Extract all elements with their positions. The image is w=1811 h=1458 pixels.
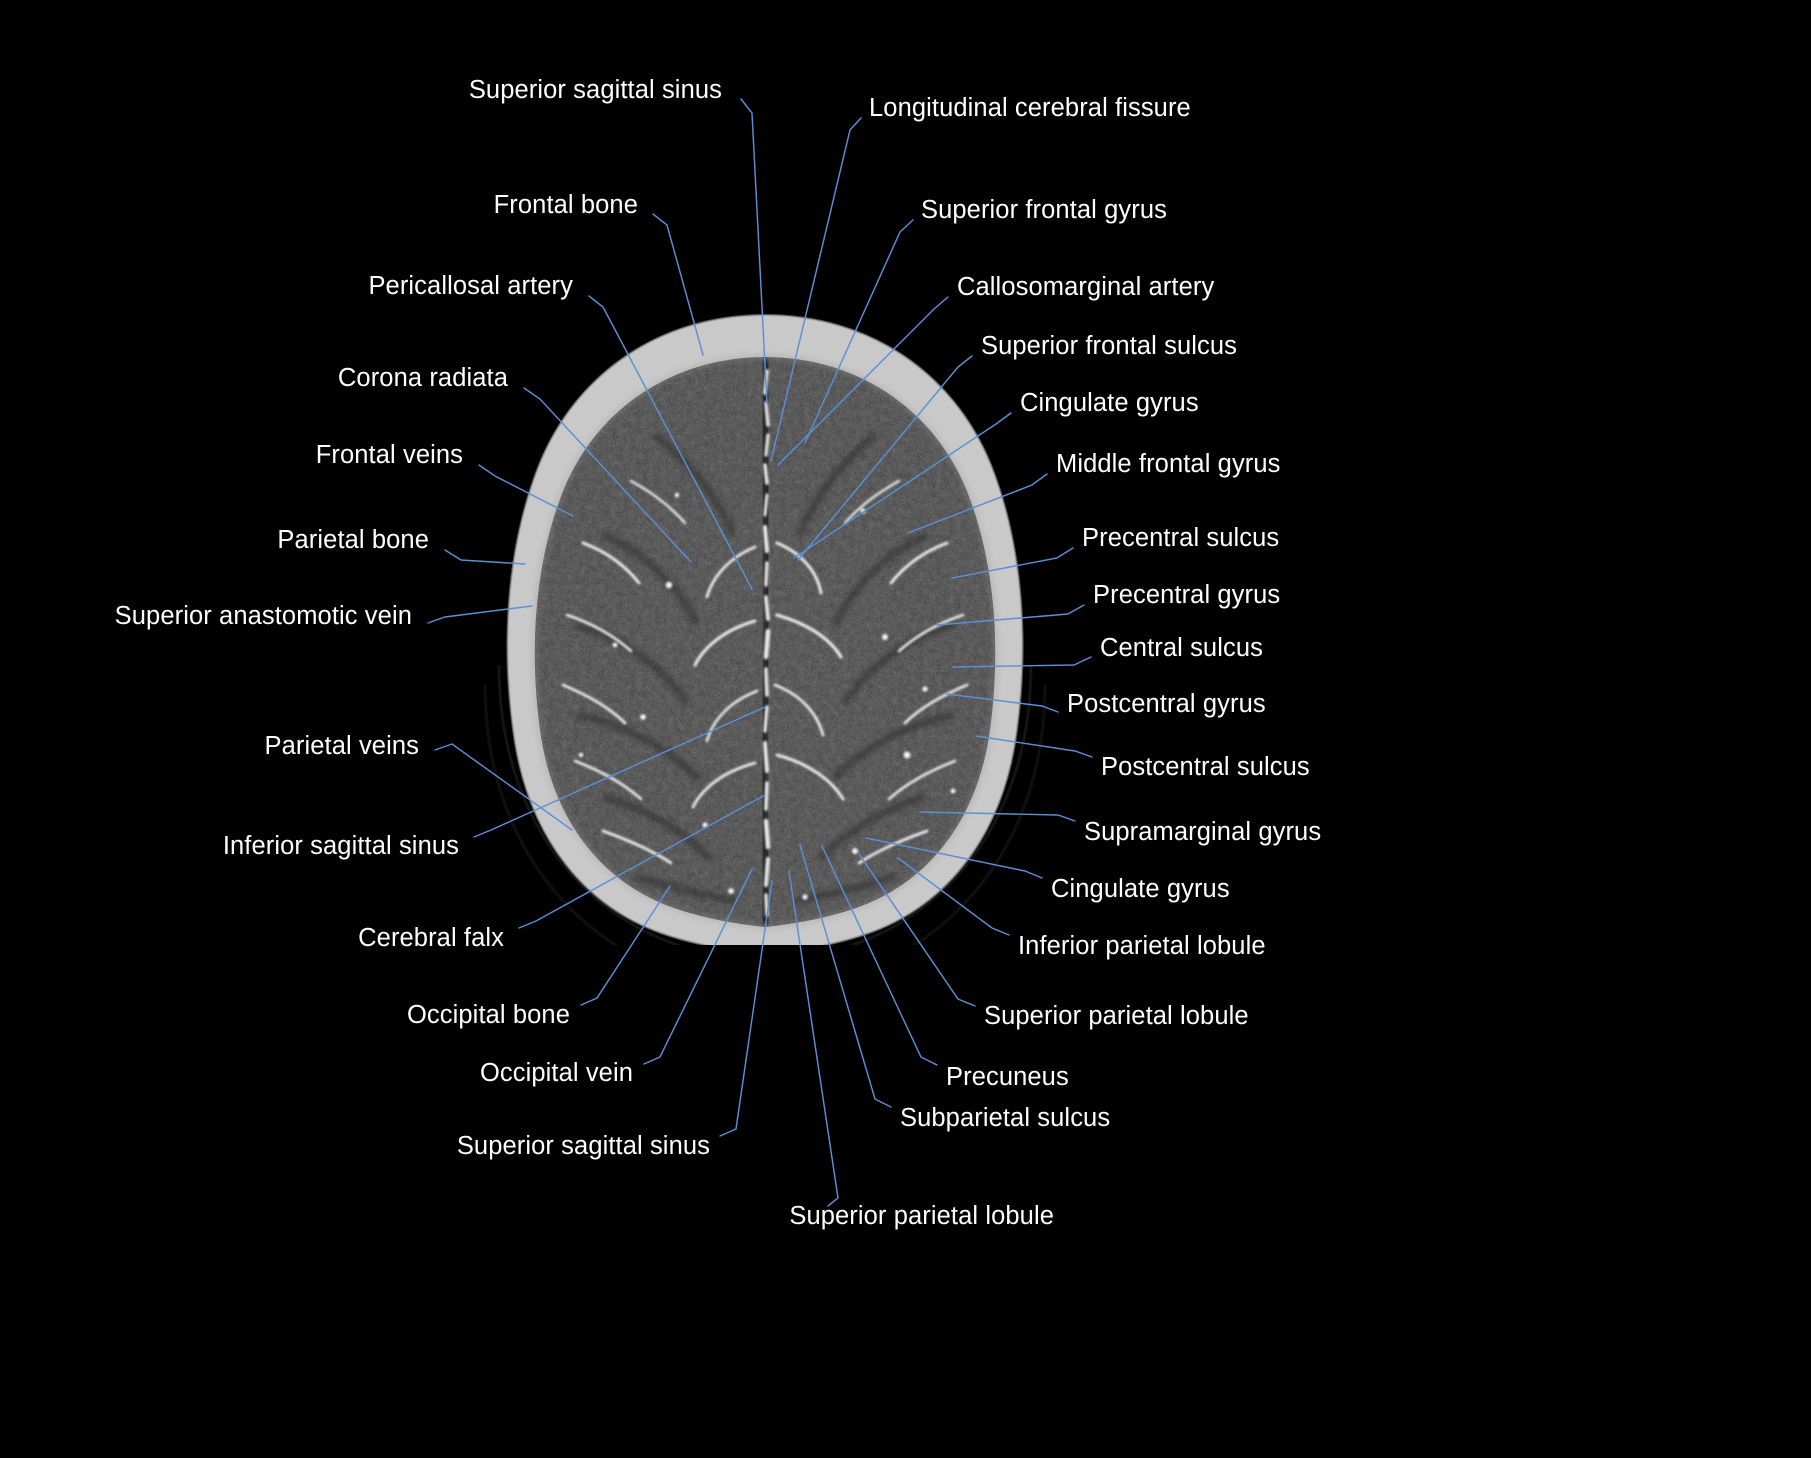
label-superior-parietal-lobule-bottom: Superior parietal lobule — [789, 1202, 1054, 1230]
label-precentral-gyrus: Precentral gyrus — [1093, 581, 1281, 609]
label-cerebral-falx: Cerebral falx — [358, 924, 504, 952]
label-parietal-veins: Parietal veins — [264, 732, 419, 760]
label-pericallosal-artery: Pericallosal artery — [368, 272, 573, 300]
label-precentral-sulcus: Precentral sulcus — [1082, 524, 1280, 552]
label-precuneus: Precuneus — [946, 1063, 1069, 1091]
label-middle-frontal-gyrus: Middle frontal gyrus — [1056, 450, 1281, 478]
label-frontal-bone: Frontal bone — [493, 191, 638, 219]
label-cingulate-gyrus-top: Cingulate gyrus — [1020, 389, 1199, 417]
label-occipital-vein: Occipital vein — [479, 1059, 633, 1087]
label-corona-radiata: Corona radiata — [337, 364, 508, 392]
label-inferior-sagittal-sinus: Inferior sagittal sinus — [222, 832, 459, 860]
label-frontal-veins: Frontal veins — [315, 441, 463, 469]
label-superior-anastomotic-vein: Superior anastomotic vein — [114, 602, 412, 630]
label-superior-sagittal-sinus-top: Superior sagittal sinus — [468, 76, 722, 104]
label-supramarginal-gyrus: Supramarginal gyrus — [1084, 818, 1322, 846]
label-callosomarginal-artery: Callosomarginal artery — [957, 273, 1215, 301]
label-superior-frontal-sulcus: Superior frontal sulcus — [981, 332, 1238, 360]
label-superior-frontal-gyrus: Superior frontal gyrus — [921, 196, 1167, 224]
label-inferior-parietal-lobule: Inferior parietal lobule — [1018, 932, 1266, 960]
label-occipital-bone: Occipital bone — [407, 1001, 570, 1029]
ct-scan-svg — [455, 285, 1075, 945]
label-superior-sagittal-sinus-bottom: Superior sagittal sinus — [456, 1132, 710, 1160]
label-longitudinal-cerebral-fissure: Longitudinal cerebral fissure — [869, 94, 1191, 122]
label-superior-parietal-lobule-right: Superior parietal lobule — [984, 1002, 1249, 1030]
label-cingulate-gyrus-bottom: Cingulate gyrus — [1051, 875, 1230, 903]
label-postcentral-gyrus: Postcentral gyrus — [1067, 690, 1266, 718]
label-parietal-bone: Parietal bone — [277, 526, 429, 554]
label-postcentral-sulcus: Postcentral sulcus — [1101, 753, 1310, 781]
ct-head-scan-image — [455, 285, 1075, 945]
label-subparietal-sulcus: Subparietal sulcus — [900, 1104, 1111, 1132]
label-central-sulcus: Central sulcus — [1100, 634, 1263, 662]
